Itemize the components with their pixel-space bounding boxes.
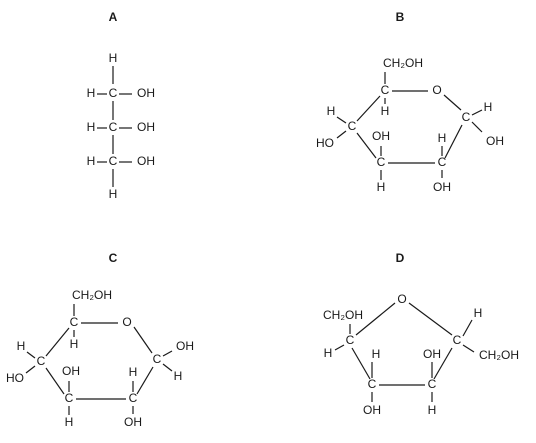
atom-c1: C (453, 333, 462, 347)
ring-bond (45, 367, 65, 395)
atom-oh-1: OH (137, 86, 155, 100)
atom-ch2oh: CH₂OH (323, 308, 363, 322)
atom-c1: C (153, 352, 162, 366)
atom-oh-c2: OH (433, 180, 451, 194)
atom-c4: C (348, 119, 357, 133)
atom-h-c3: H (377, 180, 386, 194)
atom-ch2oh-c1: CH₂OH (479, 348, 519, 362)
atom-h-c5: H (381, 104, 390, 118)
atom-h-left-3: H (87, 154, 96, 168)
atom-h-bottom: H (109, 187, 118, 201)
atom-h-c4: H (327, 104, 336, 118)
atom-c2: C (129, 391, 138, 405)
atom-oh-c3: OH (372, 129, 390, 143)
atom-h-c2: H (428, 403, 437, 417)
atom-h-c4: H (17, 339, 26, 353)
atom-h-c5: H (70, 337, 79, 351)
atom-h-c2: H (129, 365, 138, 379)
bond (462, 344, 475, 353)
atom-ch2oh: CH₂OH (383, 56, 423, 70)
panel-label-c: C (109, 251, 118, 265)
atom-c2: C (428, 377, 437, 391)
atom-c3: C (65, 391, 74, 405)
panel-label-a: A (109, 10, 118, 24)
atom-h-c3: H (65, 415, 74, 429)
bond (471, 121, 483, 133)
atom-h-left-2: H (87, 120, 96, 134)
bond (162, 350, 173, 357)
atom-ho-c4: HO (316, 136, 334, 150)
ring-bond (356, 95, 381, 122)
atom-oh-c3: OH (363, 403, 381, 417)
atom-h-left-1: H (87, 86, 96, 100)
atom-c3: C (377, 155, 386, 169)
molecule-b: B CH₂OH C H O C H OH C H OH C OH H C H H… (316, 10, 504, 194)
ring-bond (408, 302, 453, 336)
atom-h-c1: H (174, 369, 183, 383)
ring-bond (355, 302, 396, 336)
molecule-a: A H H C OH H C OH H C OH H (87, 10, 155, 201)
atom-ring-o: O (432, 83, 441, 97)
atom-h-c3: H (372, 347, 381, 361)
atom-c4: C (346, 333, 355, 347)
molecule-d: D O CH₂OH C H C H OH C OH H C H CH₂OH (323, 251, 519, 417)
atom-ring-o: O (122, 315, 131, 329)
atom-ch2oh: CH₂OH (72, 288, 112, 302)
atom-c-1: C (109, 86, 118, 100)
bond (26, 351, 36, 359)
atom-c1: C (462, 110, 471, 124)
atom-oh-c1: OH (486, 134, 504, 148)
atom-oh-c2: OH (423, 347, 441, 361)
ring-bond (136, 366, 154, 395)
atom-ring-o: O (397, 292, 406, 306)
atom-c3: C (368, 377, 377, 391)
atom-h-c4: H (324, 346, 333, 360)
atom-ho-c4: HO (6, 371, 24, 385)
panel-label-b: B (396, 10, 405, 24)
atom-oh-2: OH (137, 120, 155, 134)
atom-oh-c1: OH (176, 339, 194, 353)
panel-label-d: D (396, 251, 405, 265)
bond (162, 363, 173, 372)
atom-oh-c2: OH (124, 415, 142, 429)
ring-bond (443, 94, 462, 111)
atom-c-2: C (109, 120, 118, 134)
atom-c5: C (381, 83, 390, 97)
bond (336, 116, 347, 124)
bond (336, 130, 347, 139)
bond (334, 344, 345, 351)
atom-h-c2: H (438, 131, 447, 145)
ring-bond (356, 132, 377, 159)
atom-oh-3: OH (137, 154, 155, 168)
ring-bond (351, 347, 371, 380)
bond (462, 319, 473, 337)
ring-bond (45, 327, 70, 357)
atom-h-top: H (109, 51, 118, 65)
ring-bond (444, 124, 463, 159)
bond (25, 365, 36, 374)
atom-c2: C (438, 155, 447, 169)
ring-bond (133, 326, 153, 354)
atom-h-c1: H (484, 100, 493, 114)
ring-bond (433, 347, 453, 380)
molecule-c: C CH₂OH C H O C OH H C H OH C OH H C H H… (6, 251, 194, 429)
atom-c5: C (70, 315, 79, 329)
atom-oh-c3: OH (62, 364, 80, 378)
atom-c4: C (37, 354, 46, 368)
atom-h-c1: H (474, 306, 483, 320)
atom-c-3: C (109, 154, 118, 168)
bond (471, 109, 483, 116)
